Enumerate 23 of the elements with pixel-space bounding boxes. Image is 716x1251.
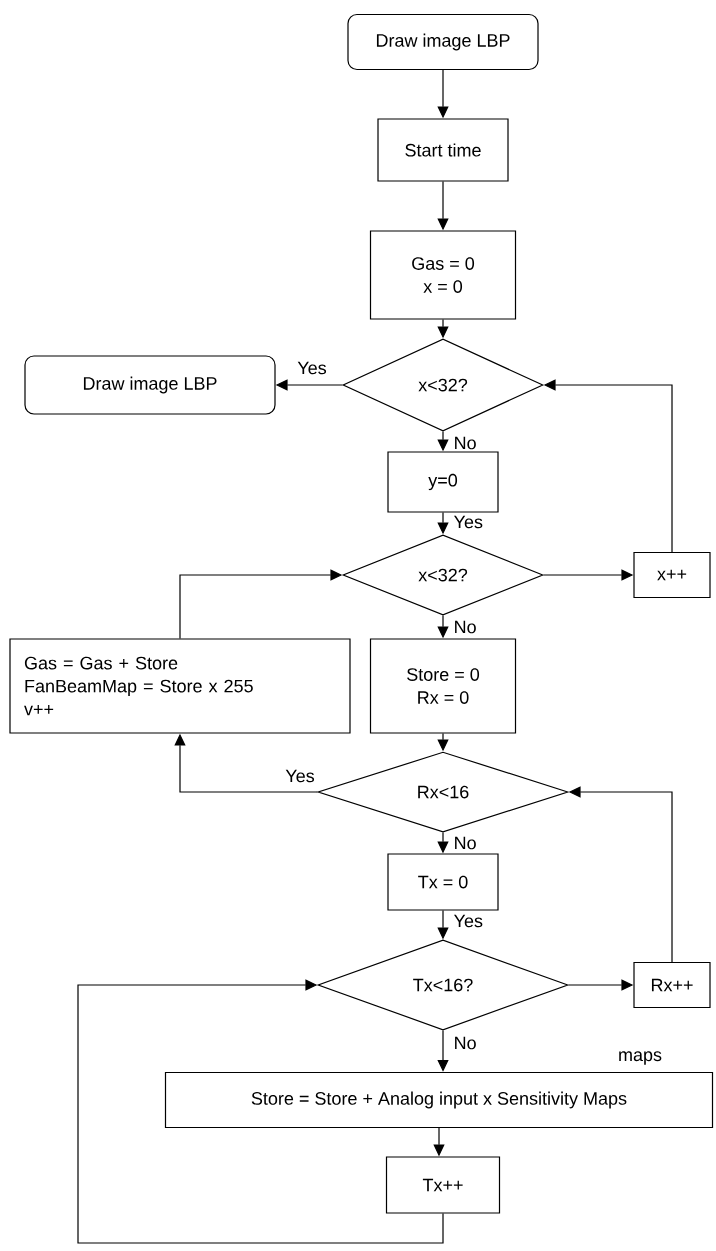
edge-label: No — [455, 620, 476, 634]
edge-label: No — [455, 1036, 476, 1050]
process-box: Tx++ — [385, 1156, 501, 1214]
note-label: maps — [617, 1050, 663, 1066]
terminal-box: Draw image LBP — [24, 355, 276, 415]
process-box: Gas = Gas + Store FanBeamMap = Store x 255 v++ — [9, 638, 351, 734]
process-box: Tx = 0 — [387, 853, 499, 911]
process-box: y=0 — [387, 451, 499, 513]
edge-label: No — [455, 836, 476, 850]
terminal-box: Draw image LBP — [347, 13, 539, 71]
edge-label: No — [455, 436, 476, 450]
arrow — [437, 1030, 449, 1072]
process-box: Store = 0 Rx = 0 — [369, 638, 517, 734]
process-box: x++ — [633, 551, 711, 599]
process-box: Store = Store + Analog input x Sensitivity Maps — [164, 1071, 714, 1129]
edge-label: Yes — [297, 361, 327, 375]
edge-label: Yes — [454, 914, 483, 928]
edge-label: Yes — [454, 515, 483, 529]
edge-label: Yes — [285, 769, 315, 783]
arrow — [77, 979, 444, 1244]
process-box: Rx++ — [633, 961, 711, 1009]
process-box: Gas = 0 x = 0 — [369, 230, 517, 320]
process-box: Start time — [377, 118, 509, 182]
